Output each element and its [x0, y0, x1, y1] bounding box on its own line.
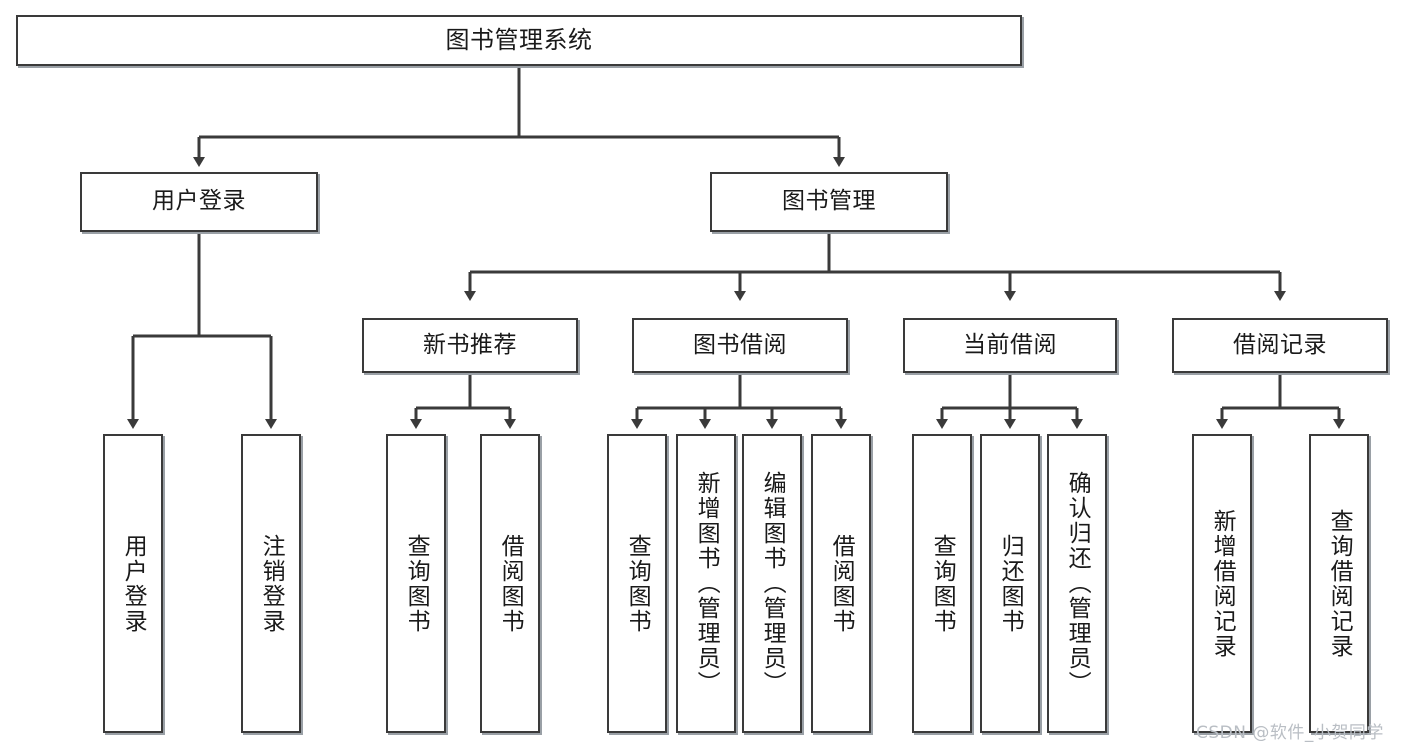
node-new-book-recommend-label: 新书推荐 [423, 331, 517, 358]
leaf-current-query-book[interactable]: 查询图书 [912, 434, 972, 733]
leaf-recommend-query-book[interactable]: 查询图书 [386, 434, 446, 733]
leaf-borrow-add-book-label: 新增图书（管理员） [693, 471, 720, 696]
node-book-borrow[interactable]: 图书借阅 [632, 318, 848, 373]
node-book-borrow-label: 图书借阅 [693, 331, 787, 358]
leaf-record-query-record[interactable]: 查询借阅记录 [1309, 434, 1369, 733]
leaf-user-login-login[interactable]: 用户登录 [103, 434, 163, 733]
leaf-borrow-query-book[interactable]: 查询图书 [607, 434, 667, 733]
leaf-current-confirm-return-label: 确认归还（管理员） [1064, 471, 1091, 696]
leaf-recommend-borrow-book[interactable]: 借阅图书 [480, 434, 540, 733]
node-user-login[interactable]: 用户登录 [80, 172, 318, 232]
csdn-watermark-text: CSDN @软件_小贺同学 [1196, 723, 1384, 743]
leaf-borrow-edit-book[interactable]: 编辑图书（管理员） [742, 434, 802, 733]
leaf-user-login-logout[interactable]: 注销登录 [241, 434, 301, 733]
node-borrow-record-label: 借阅记录 [1233, 331, 1327, 358]
node-borrow-record[interactable]: 借阅记录 [1172, 318, 1388, 373]
leaf-recommend-borrow-book-label: 借阅图书 [497, 533, 524, 634]
csdn-watermark: CSDN @软件_小贺同学 [1196, 718, 1384, 743]
node-root-label: 图书管理系统 [445, 26, 593, 55]
leaf-record-add-record-label: 新增借阅记录 [1209, 508, 1236, 659]
leaf-borrow-add-book[interactable]: 新增图书（管理员） [676, 434, 736, 733]
leaf-borrow-borrow-book-label: 借阅图书 [828, 533, 855, 634]
leaf-borrow-edit-book-label: 编辑图书（管理员） [759, 471, 786, 696]
leaf-user-login-logout-label: 注销登录 [258, 533, 285, 634]
node-new-book-recommend[interactable]: 新书推荐 [362, 318, 578, 373]
leaf-recommend-query-book-label: 查询图书 [403, 533, 430, 634]
leaf-borrow-borrow-book[interactable]: 借阅图书 [811, 434, 871, 733]
leaf-current-return-book[interactable]: 归还图书 [980, 434, 1040, 733]
node-current-borrow-label: 当前借阅 [963, 331, 1057, 358]
leaf-record-add-record[interactable]: 新增借阅记录 [1192, 434, 1252, 733]
leaf-record-query-record-label: 查询借阅记录 [1326, 508, 1353, 659]
leaf-current-query-book-label: 查询图书 [929, 533, 956, 634]
node-user-login-label: 用户登录 [152, 188, 246, 215]
node-book-management-label: 图书管理 [782, 188, 876, 215]
node-root[interactable]: 图书管理系统 [16, 15, 1022, 66]
leaf-current-return-book-label: 归还图书 [997, 533, 1024, 634]
leaf-user-login-login-label: 用户登录 [120, 533, 147, 634]
node-book-management[interactable]: 图书管理 [710, 172, 948, 232]
leaf-current-confirm-return[interactable]: 确认归还（管理员） [1047, 434, 1107, 733]
node-current-borrow[interactable]: 当前借阅 [903, 318, 1117, 373]
leaf-borrow-query-book-label: 查询图书 [624, 533, 651, 634]
